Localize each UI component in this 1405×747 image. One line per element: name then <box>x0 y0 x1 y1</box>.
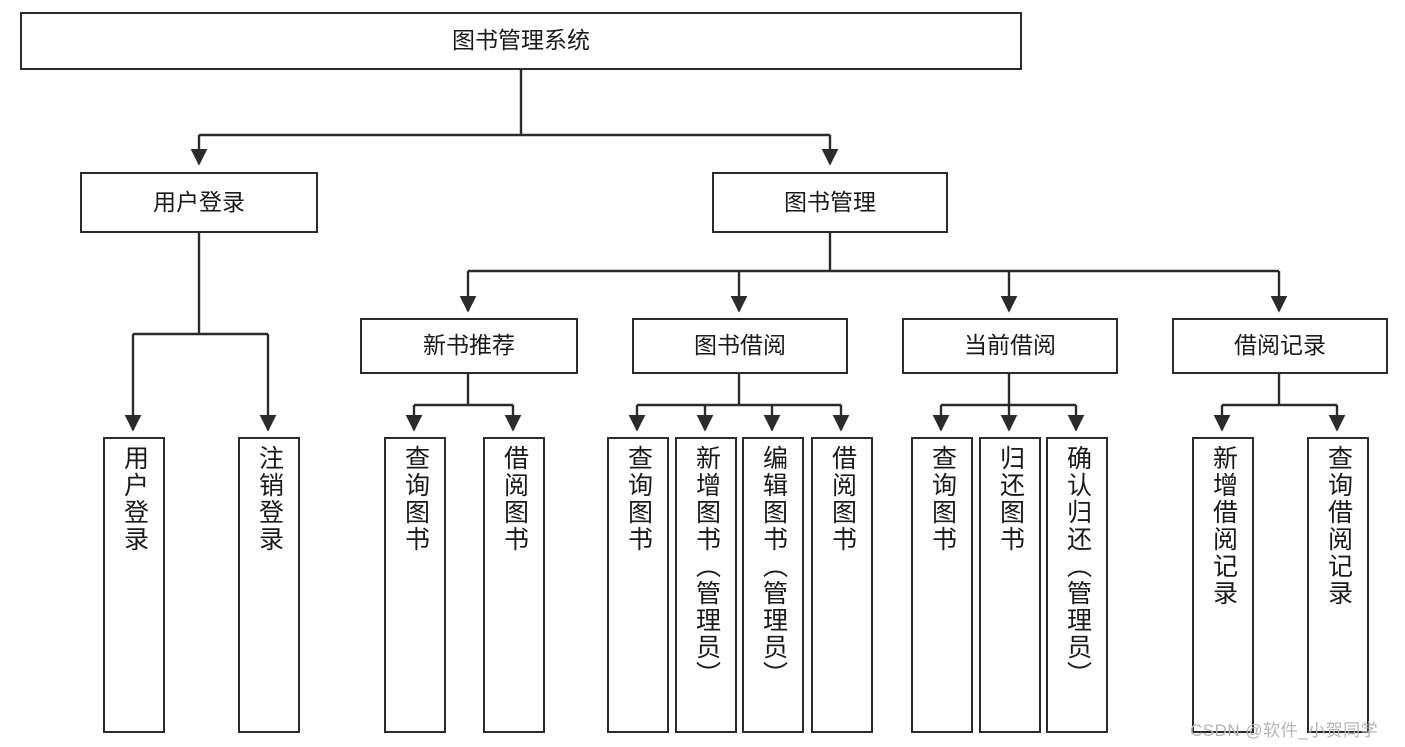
node-book-borrow[interactable]: 图书借阅 <box>632 318 848 374</box>
node-label: 图书管理 <box>784 188 876 215</box>
node-label: 借阅记录 <box>1234 332 1326 359</box>
node-borrow-record[interactable]: 借阅记录 <box>1172 318 1388 374</box>
node-new-book-recommend[interactable]: 新书推荐 <box>360 318 578 374</box>
leaf-query-book-current[interactable]: 查询图书 <box>911 437 973 733</box>
leaf-edit-book-admin[interactable]: 编辑图书（管理员） <box>742 437 804 733</box>
leaf-query-borrow-record[interactable]: 查询借阅记录 <box>1307 437 1369 733</box>
leaf-borrow-book[interactable]: 借阅图书 <box>811 437 873 733</box>
leaf-confirm-return-admin[interactable]: 确认归还（管理员） <box>1046 437 1108 733</box>
node-label: 用户登录 <box>153 188 245 215</box>
node-label: 新书推荐 <box>423 332 515 359</box>
node-label: 用户登录 <box>120 445 149 553</box>
node-label: 归还图书 <box>996 445 1025 553</box>
leaf-return-book[interactable]: 归还图书 <box>979 437 1041 733</box>
node-label: 借阅图书 <box>500 445 529 553</box>
node-current-borrow[interactable]: 当前借阅 <box>902 318 1118 374</box>
node-label: 借阅图书 <box>828 445 857 553</box>
node-label: 新增借阅记录 <box>1209 445 1238 607</box>
leaf-borrow-book-recommend[interactable]: 借阅图书 <box>483 437 545 733</box>
node-label: 确认归还（管理员） <box>1063 445 1092 688</box>
node-user-login[interactable]: 用户登录 <box>80 172 318 233</box>
node-label: 查询借阅记录 <box>1324 445 1353 607</box>
leaf-query-book-recommend[interactable]: 查询图书 <box>384 437 446 733</box>
node-label: 注销登录 <box>255 445 284 553</box>
node-label: 查询图书 <box>401 445 430 553</box>
node-label: 图书借阅 <box>694 332 786 359</box>
node-label: 图书管理系统 <box>452 27 590 54</box>
leaf-add-borrow-record[interactable]: 新增借阅记录 <box>1192 437 1254 733</box>
watermark: CSDN @软件_小贺同学 <box>1190 721 1379 740</box>
node-label: 查询图书 <box>928 445 957 553</box>
leaf-user-login[interactable]: 用户登录 <box>103 437 165 733</box>
node-book-management[interactable]: 图书管理 <box>712 172 948 233</box>
node-book-management-system[interactable]: 图书管理系统 <box>20 12 1022 70</box>
node-label: 查询图书 <box>624 445 653 553</box>
leaf-query-book-borrow[interactable]: 查询图书 <box>607 437 669 733</box>
leaf-logout[interactable]: 注销登录 <box>238 437 300 733</box>
node-label: 新增图书（管理员） <box>692 445 721 688</box>
leaf-add-book-admin[interactable]: 新增图书（管理员） <box>675 437 737 733</box>
node-label: 编辑图书（管理员） <box>759 445 788 688</box>
node-label: 当前借阅 <box>964 332 1056 359</box>
